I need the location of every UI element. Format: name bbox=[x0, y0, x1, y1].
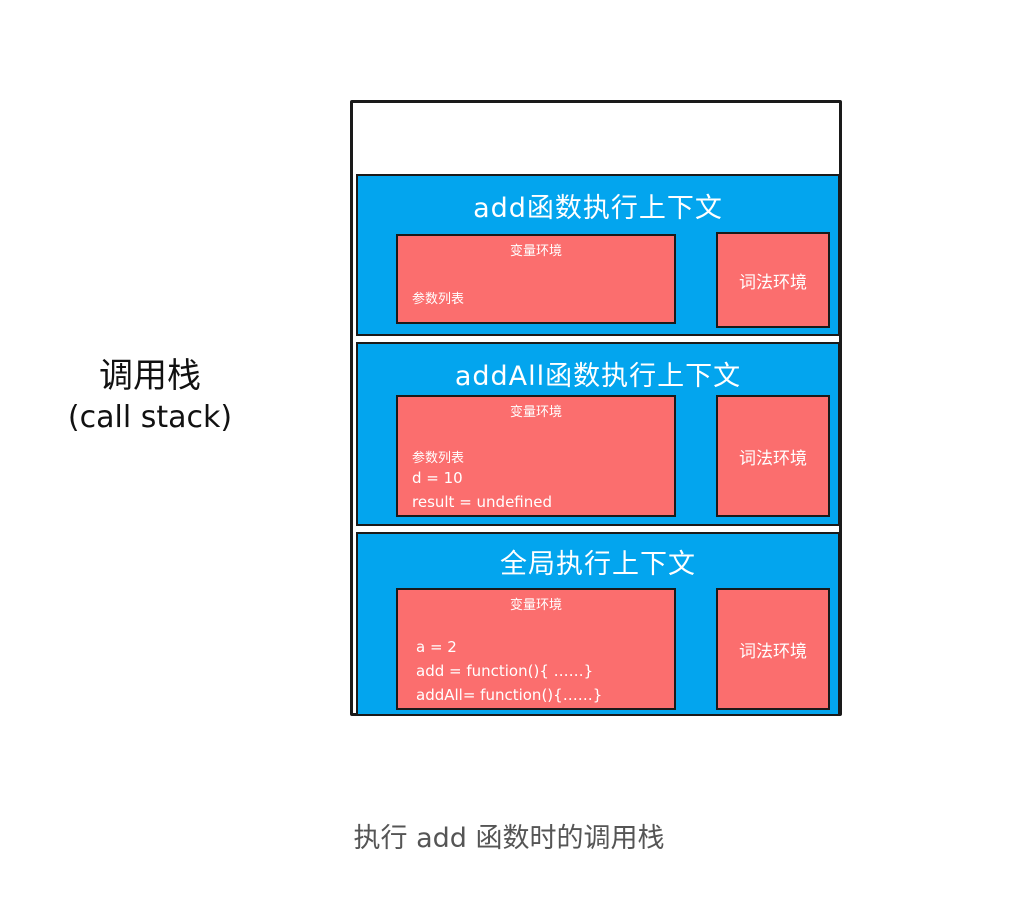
add-variable-environment: 变量环境 参数列表 bbox=[396, 234, 676, 324]
add-lexical-environment: 词法环境 bbox=[716, 232, 830, 328]
global-execution-context: 全局执行上下文 变量环境 a = 2 add = function(){ ……}… bbox=[356, 532, 840, 716]
variable-line: result = undefined bbox=[412, 493, 553, 511]
figure-caption: 执行 add 函数时的调用栈 bbox=[353, 823, 665, 854]
add-execution-context: add函数执行上下文 变量环境 参数列表 词法环境 bbox=[356, 174, 840, 336]
call-stack-subtitle: (call stack) bbox=[67, 400, 233, 435]
global-lexical-environment: 词法环境 bbox=[716, 588, 830, 710]
variable-line: a = 2 bbox=[416, 638, 457, 656]
variable-environment-title: 变量环境 bbox=[509, 244, 562, 259]
variable-line: add = function(){ ……} bbox=[416, 662, 594, 680]
global-variable-environment: 变量环境 a = 2 add = function(){ ……} addAll=… bbox=[396, 588, 676, 710]
variable-line: 参数列表 bbox=[412, 292, 465, 307]
variable-environment-title: 变量环境 bbox=[509, 598, 562, 613]
variable-line: d = 10 bbox=[412, 469, 463, 487]
addall-context-title: addAll函数执行上下文 bbox=[454, 361, 742, 392]
add-context-title: add函数执行上下文 bbox=[473, 193, 723, 224]
addall-execution-context: addAll函数执行上下文 变量环境 参数列表 d = 10 result = … bbox=[356, 342, 840, 526]
variable-environment-title: 变量环境 bbox=[509, 405, 562, 420]
addall-lexical-environment: 词法环境 bbox=[716, 395, 830, 517]
addall-variable-environment: 变量环境 参数列表 d = 10 result = undefined bbox=[396, 395, 676, 517]
global-context-title: 全局执行上下文 bbox=[500, 549, 696, 580]
variable-line: addAll= function(){……} bbox=[416, 686, 603, 704]
variable-line: 参数列表 bbox=[412, 451, 465, 466]
call-stack-title: 调用栈 bbox=[99, 356, 201, 396]
